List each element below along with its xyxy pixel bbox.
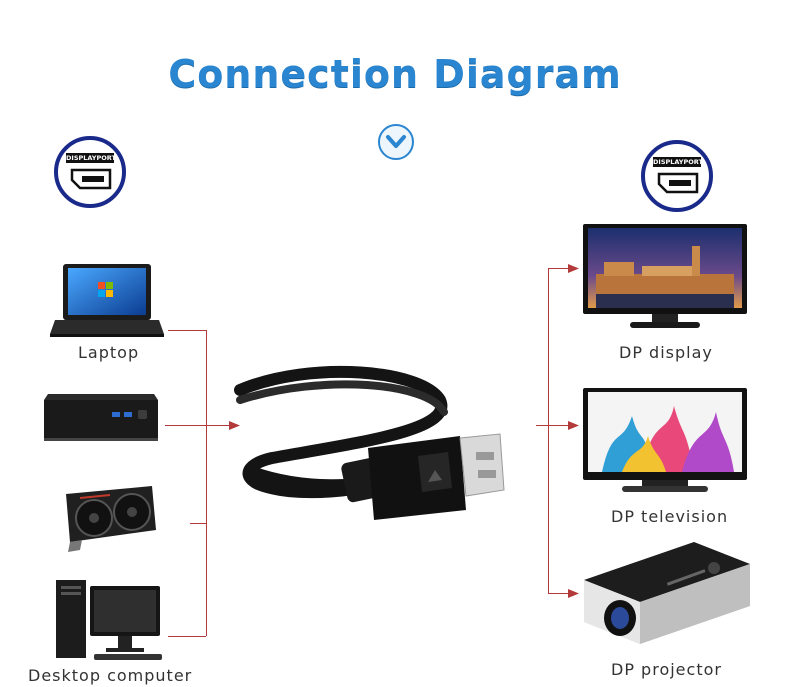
connector-line — [165, 425, 235, 426]
desktop-computer-icon — [54, 576, 166, 667]
target-label-television: DP television — [611, 507, 729, 526]
source-label-desktop: Desktop computer — [28, 666, 193, 685]
graphics-card-icon — [60, 486, 158, 559]
connector-line — [168, 330, 206, 331]
connector-line — [548, 593, 570, 594]
displayport-badge-label: DISPLAYPORT — [653, 157, 703, 167]
chevron-down-icon — [378, 124, 414, 160]
arrow-right-icon — [568, 421, 579, 430]
target-label-projector: DP projector — [611, 660, 722, 679]
mini-pc-icon — [42, 392, 160, 449]
arrow-right-icon — [568, 589, 579, 598]
connector-line — [548, 268, 570, 269]
displayport-badge-right: DISPLAYPORT — [641, 140, 713, 212]
arrow-right-icon — [568, 264, 579, 273]
arrow-right-icon — [229, 421, 240, 430]
displayport-cable-image — [232, 360, 512, 535]
connector-line — [190, 523, 206, 524]
connector-line — [548, 268, 549, 593]
connector-line — [548, 425, 570, 426]
monitor-icon — [582, 222, 748, 339]
displayport-port-icon — [657, 172, 699, 194]
displayport-badge-left: DISPLAYPORT — [54, 136, 126, 208]
diagram-title: Connection Diagram — [168, 52, 622, 96]
displayport-badge-label: DISPLAYPORT — [66, 153, 116, 163]
television-icon — [582, 386, 748, 501]
connector-line — [206, 330, 207, 636]
target-label-monitor: DP display — [619, 343, 713, 362]
laptop-icon — [50, 262, 165, 343]
projector-icon — [582, 540, 752, 653]
displayport-port-icon — [70, 168, 112, 190]
source-label-laptop: Laptop — [78, 343, 140, 362]
connector-line — [536, 425, 556, 426]
connector-line — [168, 636, 206, 637]
